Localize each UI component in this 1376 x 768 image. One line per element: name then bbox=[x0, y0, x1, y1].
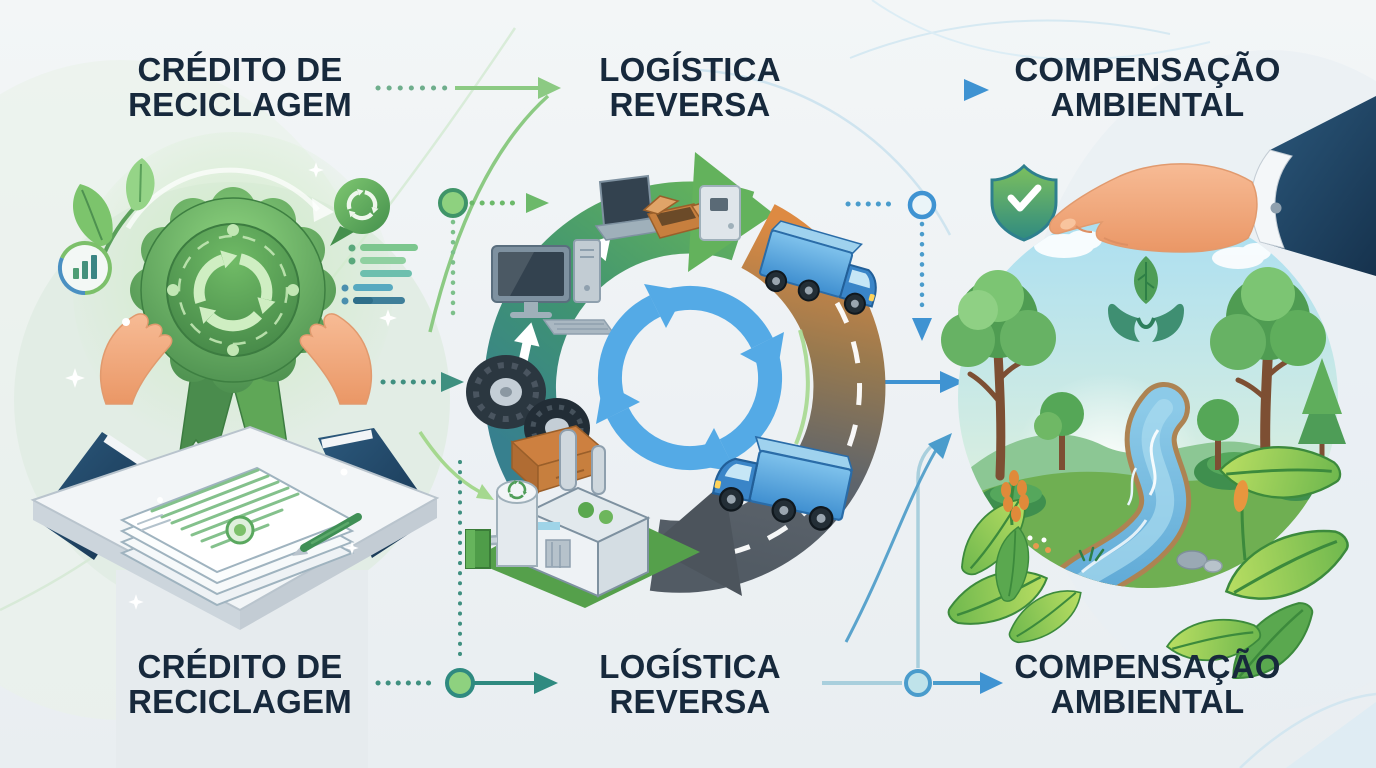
checklist-lines bbox=[341, 244, 418, 305]
trees bbox=[941, 267, 1346, 481]
connector-top-left-arrow bbox=[375, 77, 561, 333]
desktop-computer-icon bbox=[491, 239, 616, 335]
recycle-speech-bubble-icon bbox=[330, 178, 390, 246]
node-blue-bottom bbox=[904, 669, 932, 697]
recycling-factory-icon bbox=[465, 429, 700, 608]
connector-bottom-right-curve bbox=[844, 433, 952, 643]
cycle-road-arrowhead bbox=[650, 482, 742, 596]
rocks bbox=[1176, 550, 1208, 570]
certificate-stack bbox=[119, 466, 355, 607]
label-compensacao-ambiental-top: COMPENSAÇÃO AMBIENTAL bbox=[1014, 51, 1281, 124]
shredder-unit-icon bbox=[699, 185, 741, 241]
environmental-compensation-scene bbox=[941, 96, 1376, 690]
recycle-loop-icon bbox=[596, 284, 784, 472]
protective-hand bbox=[1049, 96, 1376, 276]
pen-icon bbox=[292, 513, 362, 556]
credit-badge-illustration bbox=[30, 132, 440, 768]
connector-mid-right bbox=[845, 190, 964, 393]
node-green-bottom bbox=[445, 668, 475, 698]
connector-bottom-left bbox=[375, 460, 558, 698]
reverse-logistics-cycle bbox=[465, 152, 889, 608]
connector-mid-left bbox=[380, 188, 549, 500]
orange-flowers bbox=[1001, 470, 1249, 561]
label-logistica-reversa-bottom: LOGÍSTICA REVERSA bbox=[599, 648, 781, 721]
shield-check-icon bbox=[990, 163, 1058, 242]
laptop-icon bbox=[594, 174, 670, 241]
label-credito-de-reciclagem-bottom: CRÉDITO DE RECICLAGEM bbox=[128, 648, 352, 721]
bar-chart-badge-icon bbox=[57, 241, 112, 296]
keyboard-icon bbox=[542, 319, 616, 335]
suit-sleeve bbox=[1251, 96, 1376, 276]
label-credito-de-reciclagem-top: CRÉDITO DE RECICLAGEM bbox=[128, 51, 352, 124]
shirt-cuff bbox=[1250, 149, 1293, 249]
label-logistica-reversa-top: LOGÍSTICA REVERSA bbox=[599, 51, 781, 124]
label-compensacao-ambiental-bottom: COMPENSAÇÃO AMBIENTAL bbox=[1014, 648, 1281, 721]
recycle-award-badge-icon bbox=[130, 187, 336, 393]
node-green-top bbox=[438, 188, 468, 218]
hands-holding-leaf-icon bbox=[1108, 256, 1184, 342]
connector-top-right-arrow bbox=[823, 79, 989, 101]
clouds bbox=[1034, 230, 1271, 269]
node-blue-top bbox=[907, 190, 937, 220]
sparkles bbox=[65, 162, 397, 610]
